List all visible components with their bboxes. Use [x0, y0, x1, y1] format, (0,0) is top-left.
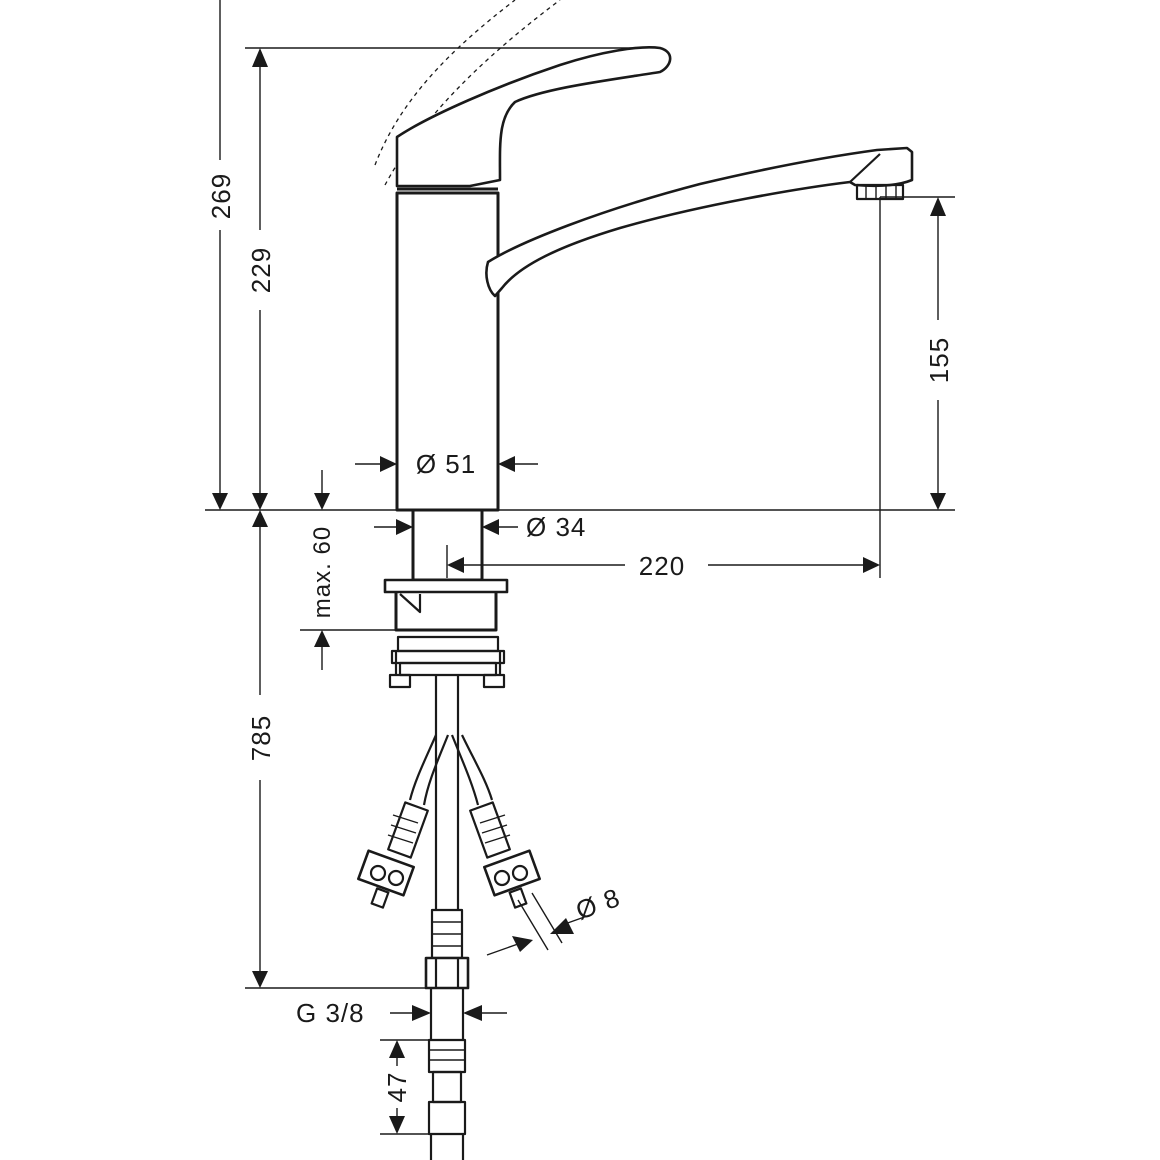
faucet-body — [374, 0, 914, 512]
dim-hose-diameter: Ø 8 — [572, 882, 624, 926]
dim-spout-clearance: 155 — [924, 337, 954, 383]
dim-total-height: 269 — [206, 173, 236, 219]
dim-connector-length: 47 — [382, 1072, 412, 1103]
dimension-lines — [205, 0, 955, 1135]
dim-shank-diameter: Ø 34 — [526, 512, 586, 542]
dim-max-counter: max. 60 — [309, 526, 336, 618]
dim-connection-thread: G 3/8 — [296, 998, 365, 1028]
dim-hose-length: 785 — [246, 715, 276, 761]
dim-height-to-lever: 229 — [246, 247, 276, 293]
mounting-assembly — [383, 508, 509, 689]
dim-body-diameter: Ø 51 — [416, 449, 476, 479]
dimension-labels: 269 229 155 785 max. 60 Ø 51 Ø 34 220 Ø … — [206, 173, 954, 1103]
supply-hoses — [357, 675, 541, 1160]
dim-spout-reach: 220 — [639, 551, 685, 581]
